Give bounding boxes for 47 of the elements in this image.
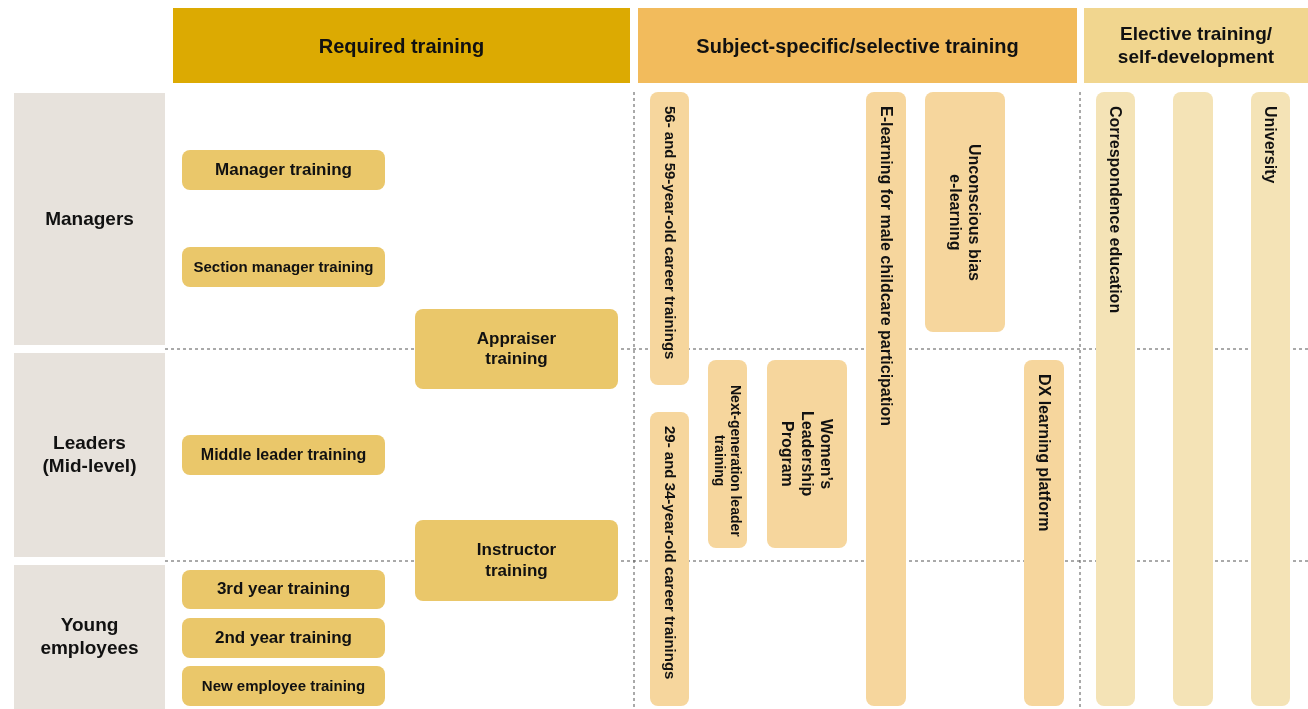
training-bar <box>1251 92 1290 706</box>
training-pill <box>182 150 385 190</box>
training-name: E-learning for male childcare participation <box>876 106 896 427</box>
training-name: University <box>1261 106 1281 184</box>
training-name: 3rd year training <box>216 579 351 600</box>
training-name: Correspondence education <box>1106 106 1126 314</box>
training-name: Appraiser training <box>475 328 558 370</box>
row-title: Leaders (Mid-level) <box>41 432 138 478</box>
column-title: Subject-specific/selective training <box>696 33 1019 58</box>
training-name: DX learning platform <box>1034 374 1054 532</box>
training-bar <box>866 92 906 706</box>
training-name: Section manager training <box>193 258 374 276</box>
training-name: 56- and 59-year-old career trainings <box>660 106 679 360</box>
training-pill <box>182 666 385 706</box>
training-bar <box>1024 360 1064 706</box>
training-bar <box>650 92 689 385</box>
column-header <box>638 8 1077 83</box>
column-title: Elective training/ self-development <box>1116 22 1276 69</box>
training-name: Manager training <box>215 159 352 181</box>
column-header <box>173 8 630 83</box>
row-title: Young employees <box>39 614 140 660</box>
training-name: 29- and 34-year-old career trainings <box>660 426 679 680</box>
training-pill <box>182 435 385 475</box>
training-pill <box>182 618 385 658</box>
training-bar <box>1096 92 1135 706</box>
column-header <box>1084 8 1308 83</box>
column-title: Required training <box>318 33 485 58</box>
training-bar <box>708 360 747 548</box>
row-header <box>14 353 165 557</box>
training-pill <box>415 309 618 389</box>
training-name: Instructor training <box>475 540 558 581</box>
training-name: Middle leader training <box>200 445 367 465</box>
training-name: Next-generation leader training <box>710 384 745 539</box>
training-pill <box>182 247 385 287</box>
training-name: Unconscious bias e-learning <box>946 142 985 283</box>
training-name: 2nd year training <box>215 627 352 649</box>
training-bar <box>650 412 689 706</box>
training-name: Women’s Leadership Program <box>778 410 836 499</box>
training-pill <box>415 520 618 601</box>
row-header <box>14 565 165 709</box>
training-bar <box>1173 92 1213 706</box>
row-header <box>14 93 165 345</box>
row-title: Managers <box>45 207 134 231</box>
training-bar <box>925 92 1005 332</box>
training-name: New employee training <box>201 677 366 695</box>
training-bar <box>767 360 847 548</box>
training-pill <box>182 570 385 609</box>
